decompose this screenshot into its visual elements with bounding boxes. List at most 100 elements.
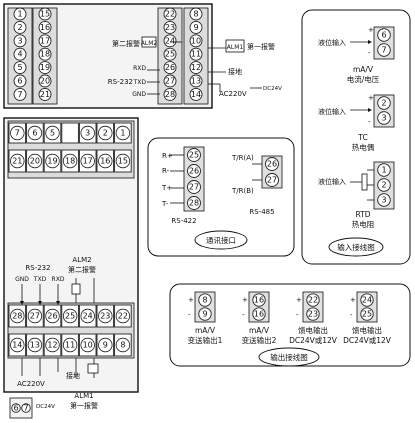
tc-terminal-3-1: 3 [377,111,391,125]
top-terminal-20: 20 [38,74,52,88]
top-terminal-23-number: 23 [165,23,175,32]
side-row4-terminal-13-number: 13 [30,341,40,350]
top-terminal-8-number: 8 [193,10,198,19]
top-terminal-6: 6 [13,74,27,88]
mav-terminal-6-0-number: 6 [381,31,386,40]
output-terminal-2-1-circle [252,307,266,321]
mav-caption2: 电流/电压 [347,74,380,84]
side-row3-terminal-25-ring [62,308,78,324]
top-terminal-2-number: 2 [17,23,22,32]
top-terminal-16-number: 16 [40,23,50,32]
top-terminal-13-number: 13 [191,77,201,86]
rs422-terminal-28: 28 [187,196,201,210]
input-title: 输入接线图 [337,242,375,252]
side-top-terminal-7-number: 7 [15,129,20,138]
comm-panel-border [147,137,295,257]
output-wiring-panel: 89+-mA/V变送输出11616+-mA/V变送输出22223+-馈电输出DC… [169,283,411,367]
top-terminal-17: 17 [38,34,52,48]
tc-caption1: TC [357,133,367,142]
side-top-terminal-1-number: 1 [120,129,125,138]
top-terminal-3-circle [13,34,27,48]
dc24-label: DC24V [263,86,282,92]
side-row3-terminal-23-ring [98,308,113,324]
side-row3-terminal-27-number: 27 [30,312,40,321]
rs422-terminal-25-number: 25 [189,151,199,160]
rs232-label: RS-232 [108,78,133,86]
side-top-terminal-5-number: 5 [50,129,55,138]
top-terminal-9-number: 9 [193,23,198,32]
side-row4-terminal-8-number: 8 [120,341,125,350]
side-alm1-relay [87,363,99,374]
top-terminal-16: 16 [38,20,52,34]
top-terminal-28-circle [163,87,177,101]
side-row4-terminal-8: 8 [114,333,132,357]
rtd-caption2: 热电阻 [352,219,375,229]
top-terminal-21-circle [38,87,52,101]
tc-terminal-2-0: 2 [377,96,391,110]
side-row3-terminal-28-ring [10,308,25,324]
output-caption1-4: 馈电输出 [352,325,382,335]
ac220-label: AC220V [219,90,247,98]
side-row3-terminal-22-number: 22 [118,312,128,321]
output-terminal-4-1: 25 [360,307,374,321]
output-terminal-1-1-circle [198,307,212,321]
output-minus-1: - [188,311,191,319]
top-terminal-4-circle [13,47,27,61]
top-terminal-8: 8 [189,7,203,21]
side-bottom-terminal-7-number: 7 [23,404,28,413]
output-terminal-2-1-number: 16 [254,310,264,319]
side-second-terminal-20: 20 [26,149,44,173]
output-terminal-2-0-circle [252,293,266,307]
side-top-terminal-5-ring [45,125,60,141]
side-ground-label: 接地 [66,371,80,380]
side-row3-terminal-24: 24 [78,304,97,328]
mav-terminal-6-0-circle [377,28,391,42]
rs485-terminal-26-circle [265,157,279,171]
side-alm2-relay [71,283,81,295]
input-panel-border [301,9,411,265]
top-terminal-25-number: 25 [165,50,175,59]
top-terminal-10-circle [189,34,203,48]
rs485-pin-a: T/R(A) [231,154,254,162]
tc-input-label: 液位输入 [318,107,346,116]
top-terminal-26: 26 [163,61,177,75]
side-second-terminal-19-number: 19 [47,157,57,166]
top-terminal-1-circle [13,7,27,21]
side-second-terminal-20-ring [27,153,43,169]
comm-title-pill [194,230,248,250]
top-terminal-22-circle [163,7,177,21]
output-groups: 89+-mA/V变送输出11616+-mA/V变送输出22223+-馈电输出DC… [188,291,392,345]
side-row4-terminal-12: 12 [43,333,62,357]
side-top-terminal-7: 7 [8,122,27,144]
rtd-terminal-3-2: 3 [377,193,391,207]
output-plus-1: + [188,296,194,304]
tc-terminal-3-1-number: 3 [381,114,386,123]
top-terminal-28-number: 28 [165,90,175,99]
side-second-terminal-17-ring [80,153,95,169]
side-row3-terminal-22: 22 [114,304,132,328]
rtd-terminal-2-1: 2 [377,178,391,192]
top-terminal-15: 15 [38,7,52,21]
tc-caption2: 热电偶 [352,142,375,152]
top-terminal-14-number: 14 [191,90,201,99]
mav-input-label: 液位输入 [318,38,346,47]
top-terminal-9: 9 [189,20,203,34]
rs485-terminal-27-circle [265,173,279,187]
side-top-terminal-blank-box [61,122,79,144]
output-title-pill [258,347,320,367]
side-second-terminal-19-ring [45,153,60,169]
side-row3-terminal-26-number: 26 [47,312,57,321]
side-row3-terminal-27: 27 [26,304,44,328]
mav-terminals: 67 [373,26,395,60]
side-second-terminal-16: 16 [96,149,115,173]
output-plus-3: + [296,296,302,304]
top-terminal-14-circle [189,87,203,101]
side-alm1-label: ALM1 [74,392,93,400]
top-terminal-1: 1 [13,7,27,21]
side-row4-terminal-9-number: 9 [103,341,108,350]
side-row3-terminal-22-ring [115,308,131,324]
side-second-terminal-18-ring [62,153,78,169]
side-bottom-terminal-7-circle [21,403,31,413]
